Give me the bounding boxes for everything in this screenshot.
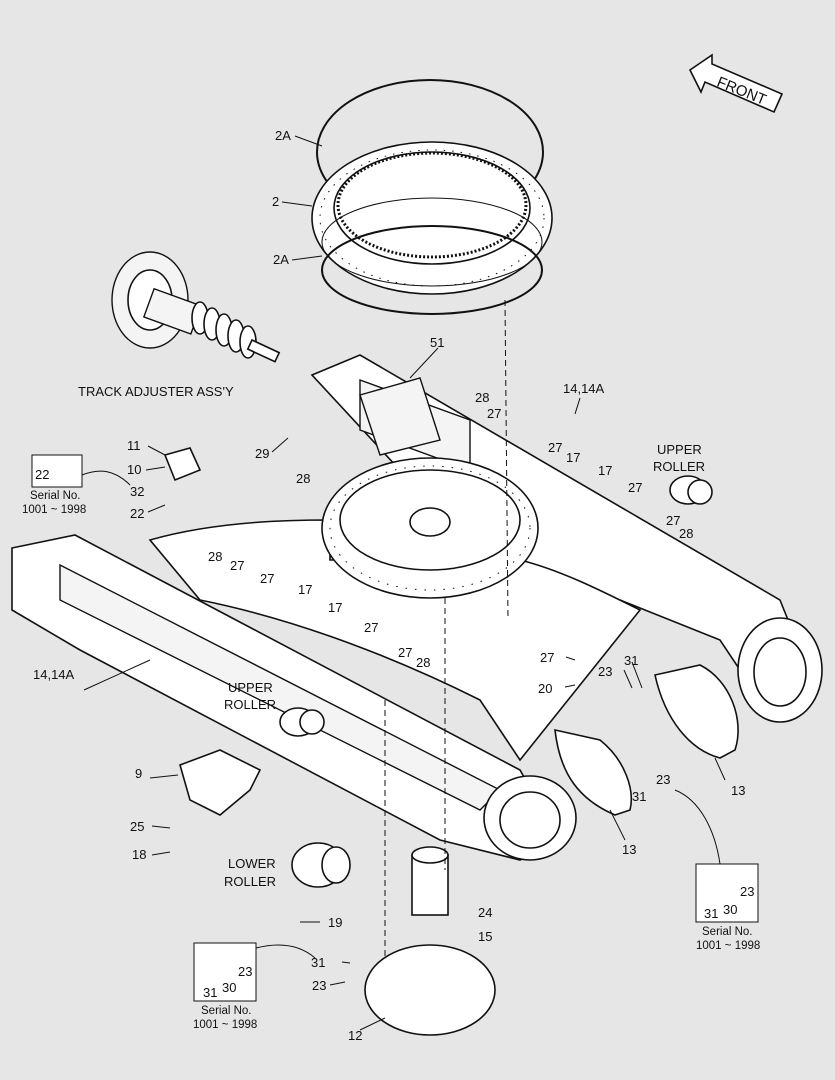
callout-28-a: 28 <box>475 390 489 405</box>
lower-roller <box>291 842 351 888</box>
callout-23-a: 23 <box>598 664 612 679</box>
cover-13-left <box>554 728 632 816</box>
callout-27-h: 27 <box>398 645 412 660</box>
cover-13-right <box>654 664 739 759</box>
callout-27-e: 27 <box>230 558 244 573</box>
callout-11: 11 <box>127 438 141 453</box>
callout-23-c: 23 <box>312 978 326 993</box>
callout-17-a: 17 <box>566 450 580 465</box>
serial-right-label: Serial No. <box>702 926 753 938</box>
callout-32: 32 <box>130 484 144 499</box>
callout-2: 2 <box>272 194 279 209</box>
callout-14-left: 14,14A <box>33 667 75 682</box>
upper-roller-right-label-2: ROLLER <box>653 459 705 474</box>
callout-27-f: 27 <box>260 571 274 586</box>
serial-box-left-top <box>31 454 83 488</box>
serial-left-top-part: 22 <box>35 467 49 482</box>
callout-17-c: 17 <box>298 582 312 597</box>
upper-roller-left <box>279 707 325 737</box>
callout-23-b: 23 <box>656 772 670 787</box>
callout-28-d: 28 <box>208 549 222 564</box>
callout-27-c: 27 <box>628 480 642 495</box>
callout-13-b: 13 <box>622 842 636 857</box>
track-adjuster-assembly <box>111 251 281 363</box>
callout-27-i: 27 <box>540 650 554 665</box>
serial-bottom-part-23: 23 <box>238 964 252 979</box>
serial-right-part-31: 31 <box>704 906 718 921</box>
upper-roller-right <box>669 475 713 505</box>
travel-motor <box>411 846 449 916</box>
callout-9: 9 <box>135 766 142 781</box>
callout-22: 22 <box>130 506 144 521</box>
upper-roller-left-label-1: UPPER <box>228 680 273 695</box>
callout-25: 25 <box>130 819 144 834</box>
callout-17-b: 17 <box>598 463 612 478</box>
callout-18: 18 <box>132 847 146 862</box>
callout-13-a: 13 <box>731 783 745 798</box>
callout-28-b: 28 <box>296 471 310 486</box>
upper-roller-right-label-1: UPPER <box>657 442 702 457</box>
serial-right-range: 1001 ~ 1998 <box>696 940 760 952</box>
callout-2A-top: 2A <box>275 128 291 143</box>
lower-roller-label-2: ROLLER <box>224 874 276 889</box>
callout-51: 51 <box>430 335 444 350</box>
callout-29: 29 <box>255 446 269 461</box>
cover-plate-12 <box>364 944 496 1036</box>
callout-14-right: 14,14A <box>563 381 605 396</box>
serial-left-top-range: 1001 ~ 1998 <box>22 504 86 516</box>
callout-10: 10 <box>127 462 141 477</box>
serial-bottom-part-31: 31 <box>203 985 217 1000</box>
callout-17-d: 17 <box>328 600 342 615</box>
lower-roller-label-1: LOWER <box>228 856 276 871</box>
callout-31-a: 31 <box>624 653 638 668</box>
callout-12: 12 <box>348 1028 362 1043</box>
bracket-9 <box>179 749 262 816</box>
swing-bearing <box>311 141 553 295</box>
callout-28-c: 28 <box>679 526 693 541</box>
callout-31-b: 31 <box>632 789 646 804</box>
callout-2A-bottom: 2A <box>273 252 289 267</box>
callout-31-c: 31 <box>311 955 325 970</box>
callout-27-b: 27 <box>548 440 562 455</box>
serial-right-part-30: 30 <box>723 902 737 917</box>
track-adjuster-label: TRACK ADJUSTER ASS'Y <box>78 384 234 399</box>
seal-ring-bottom <box>321 225 543 315</box>
serial-right-part-23: 23 <box>740 884 754 899</box>
callout-19: 19 <box>328 915 342 930</box>
serial-box-bottom-center <box>193 942 257 1002</box>
bracket-11 <box>163 447 202 482</box>
callout-15: 15 <box>478 929 492 944</box>
callout-27-a: 27 <box>487 406 501 421</box>
callout-24: 24 <box>478 905 492 920</box>
serial-bottom-part-30: 30 <box>222 980 236 995</box>
serial-bottom-range: 1001 ~ 1998 <box>193 1019 257 1031</box>
callout-28-e: 28 <box>416 655 430 670</box>
upper-roller-left-label-2: ROLLER <box>224 697 276 712</box>
track-frame <box>11 354 823 861</box>
front-arrow-icon: FRONT <box>688 53 784 114</box>
serial-bottom-label: Serial No. <box>201 1005 252 1017</box>
serial-box-right-bottom <box>695 863 759 923</box>
callout-27-d: 27 <box>666 513 680 528</box>
serial-left-top-label: Serial No. <box>30 490 81 502</box>
callout-20: 20 <box>538 681 552 696</box>
callout-27-g: 27 <box>364 620 378 635</box>
